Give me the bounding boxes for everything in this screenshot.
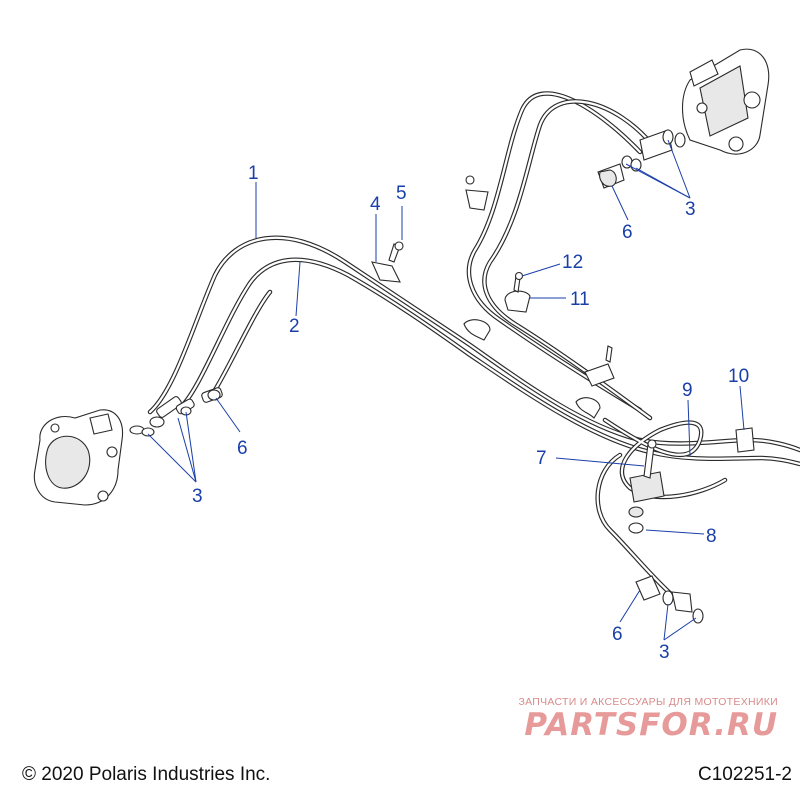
brake-hoses — [147, 91, 800, 598]
callout-10: 10 — [728, 366, 749, 387]
callout-7: 7 — [536, 448, 547, 469]
watermark: ЗАПЧАСТИ И АКСЕССУАРЫ ДЛЯ МОТОТЕХНИКИ PA… — [478, 696, 778, 742]
left-brake-caliper — [33, 409, 124, 506]
callout-11: 11 — [570, 289, 590, 310]
callout-8: 8 — [706, 526, 717, 547]
callout-3: 3 — [192, 486, 203, 507]
diagram-code: C102251-2 — [697, 764, 792, 785]
callout-labels: 1 2 3 3 3 4 5 6 6 6 7 8 9 10 11 12 — [192, 163, 749, 663]
left-caliper-fittings — [129, 387, 223, 437]
callout-2: 2 — [289, 316, 300, 337]
callout-9: 9 — [682, 380, 693, 401]
callout-3: 3 — [685, 199, 696, 220]
right-rear-brake-caliper — [639, 48, 770, 161]
callout-6: 6 — [612, 624, 623, 645]
clamps-and-hardware — [371, 175, 755, 624]
callout-4: 4 — [370, 194, 381, 215]
callout-1: 1 — [248, 163, 259, 184]
top-caliper-fittings — [597, 129, 686, 189]
callout-5: 5 — [396, 183, 407, 204]
callout-12: 12 — [562, 252, 583, 273]
watermark-tagline: ЗАПЧАСТИ И АКСЕССУАРЫ ДЛЯ МОТОТЕХНИКИ — [518, 696, 778, 708]
copyright-notice: © 2020 Polaris Industries Inc. — [22, 764, 271, 785]
callout-3: 3 — [659, 642, 670, 663]
watermark-logo: PARTSFOR.RU — [524, 707, 778, 743]
callout-6: 6 — [237, 438, 248, 459]
leader-lines — [147, 139, 745, 641]
callout-6: 6 — [622, 222, 633, 243]
